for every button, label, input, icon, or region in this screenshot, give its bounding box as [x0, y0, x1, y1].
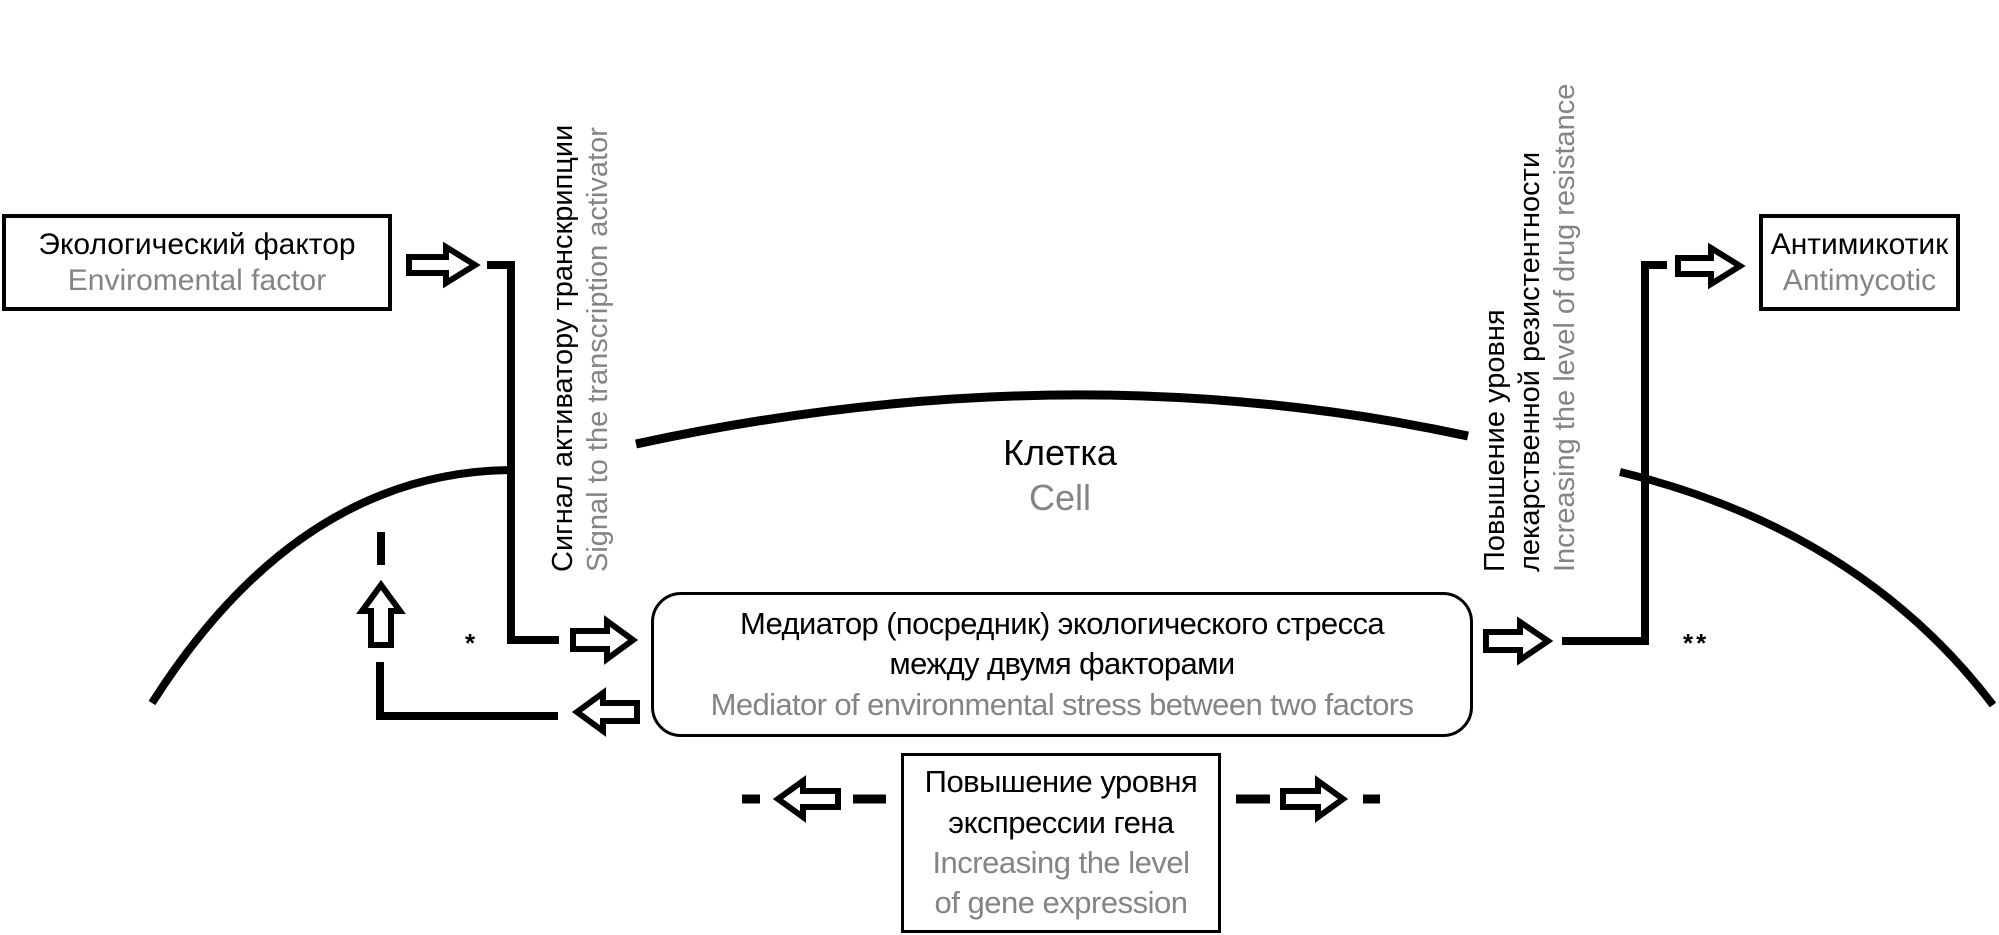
drug-resistance-ru-line1: Повышение уровня: [1479, 309, 1511, 572]
gene-expression-ru-line1: Повышение уровня: [924, 764, 1198, 800]
arrow-up-icon: [356, 579, 406, 648]
environmental-factor-ru: Экологический фактор: [38, 227, 356, 261]
footnote-mark-single: *: [465, 628, 476, 658]
arrow-left-icon: [571, 687, 640, 737]
arrow-right-icon: [1675, 242, 1746, 290]
mediator-en: Mediator of environmental stress between…: [710, 686, 1414, 722]
cell-label-en: Cell: [1028, 477, 1091, 518]
antimycotic-ru: Антимикотик: [1770, 227, 1949, 261]
gene-expression-box: Повышение уровня экспрессии гена Increas…: [901, 753, 1221, 933]
signal-label-en: Signal to the transcription activator: [581, 127, 614, 572]
mediator-ru-line1: Медиатор (посредник) экологического стре…: [739, 606, 1385, 642]
environmental-factor-box: Экологический фактор Enviromental factor: [2, 214, 392, 311]
signal-label-ru: Сигнал активатору транскрипции: [547, 124, 579, 572]
footnote-mark-double: **: [1683, 628, 1710, 658]
gene-expression-en-line2: of gene expression: [934, 885, 1188, 921]
gene-expression-en-line1: Increasing the level: [932, 845, 1190, 880]
drug-resistance-ru-line2: лекарственной резистентности: [1513, 151, 1546, 572]
drug-resistance-label: Повышение уровня лекарственной резистент…: [1478, 84, 1582, 572]
feedback-connector: [376, 662, 558, 720]
mediator-ru-line2: между двумя факторами: [889, 646, 1235, 682]
cell-label-ru: Клетка: [1003, 432, 1117, 473]
antimycotic-en: Antimycotic: [1782, 263, 1937, 297]
arrow-right-icon: [570, 615, 639, 665]
signal-label: Сигнал активатору транскрипции Signal to…: [546, 125, 616, 572]
cell-membrane-left: [148, 466, 516, 706]
gene-expression-ru-line2: экспрессии гена: [948, 804, 1174, 840]
arrow-left-icon: [772, 775, 841, 823]
mediator-box: Медиатор (посредник) экологического стре…: [651, 592, 1473, 737]
environmental-factor-en: Enviromental factor: [67, 263, 327, 297]
cell-membrane-top: [635, 390, 1469, 449]
cell-membrane-right: [1619, 468, 1997, 708]
arrow-right-icon: [1483, 616, 1554, 666]
arrow-right-icon: [406, 241, 481, 289]
resistance-connector: [1562, 261, 1667, 645]
signal-connector: [487, 261, 559, 644]
antimycotic-box: Антимикотик Antimycotic: [1759, 214, 1960, 311]
cell-label: Клетка Cell: [960, 430, 1160, 520]
drug-resistance-en: Increasing the level of drug resistance: [1548, 83, 1581, 572]
arrow-right-icon: [1280, 775, 1349, 823]
